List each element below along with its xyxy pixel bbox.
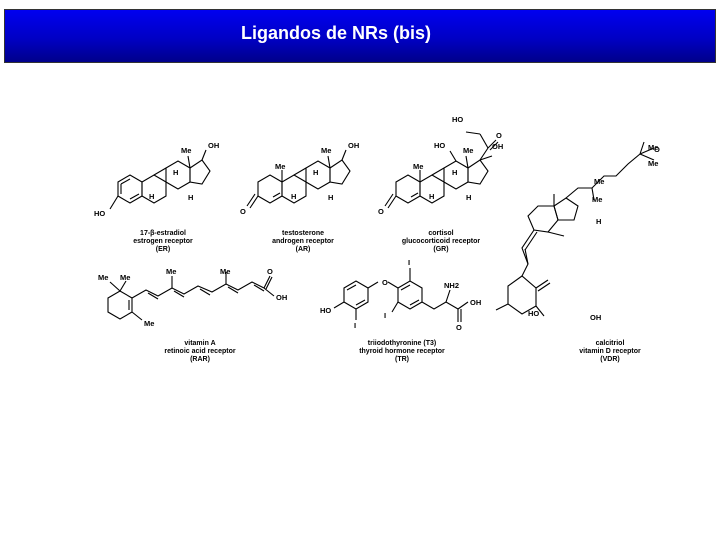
testosterone-name: testosterone <box>282 230 324 237</box>
ligand-structures-figure: OH Me H H H HO 17-β-estradiol estrogen r… <box>88 108 660 376</box>
cortisol-ho-label-1: HO <box>452 115 463 124</box>
estradiol-me-label: Me <box>181 146 191 155</box>
testosterone-h-label-1: H <box>313 168 318 177</box>
calcitriol-structure <box>495 141 655 317</box>
cortisol-me-label-2: Me <box>413 162 423 171</box>
triiodothyronine-i-label-1: I <box>408 258 410 267</box>
vitamin-a-receptor-abbr: (RAR) <box>190 356 210 363</box>
calcitriol-name: calcitriol <box>596 340 625 347</box>
vitamin-a-oh-label: OH <box>276 293 287 302</box>
cortisol-receptor: glucocorticoid receptor <box>402 238 480 245</box>
triiodothyronine-oh-label: OH <box>470 298 481 307</box>
estradiol-ho-label: HO <box>94 209 105 218</box>
cortisol-h-label-3: H <box>466 193 471 202</box>
title-banner: Ligandos de NRs (bis) <box>4 9 716 63</box>
vitamin-a-me-label-5: Me <box>144 319 154 328</box>
cortisol-name: cortisol <box>428 230 453 237</box>
vitamin-a-structure <box>107 272 275 321</box>
cortisol-oh-label: OH <box>492 142 503 151</box>
triiodothyronine-o-label-2: O <box>456 323 462 332</box>
testosterone-h-label-3: H <box>328 193 333 202</box>
estradiol-oh-label: OH <box>208 141 219 150</box>
vitamin-a-me-label-1: Me <box>98 273 108 282</box>
calcitriol-h-label: H <box>596 217 601 226</box>
testosterone-me-label-1: Me <box>321 146 331 155</box>
vitamin-a-me-label-4: Me <box>220 267 230 276</box>
calcitriol-oh-label-1: OH <box>654 145 660 154</box>
triiodothyronine-ho-label: HO <box>320 306 331 315</box>
cortisol-h-label-1: H <box>452 168 457 177</box>
calcitriol-receptor: vitamin D receptor <box>579 348 641 355</box>
cortisol-o-label-1: O <box>496 131 502 140</box>
vitamin-a-me-label-3: Me <box>166 267 176 276</box>
calcitriol-ho-label: HO <box>528 309 539 318</box>
vitamin-a-me-label-2: Me <box>120 273 130 282</box>
estradiol-name: 17-β-estradiol <box>140 230 186 237</box>
calcitriol-receptor-abbr: (VDR) <box>600 356 619 363</box>
testosterone-me-label-2: Me <box>275 162 285 171</box>
triiodothyronine-receptor-abbr: (TR) <box>395 356 409 363</box>
triiodothyronine-structure <box>333 268 469 322</box>
calcitriol-oh-label-2: OH <box>590 313 601 322</box>
triiodothyronine-name: triiodothyronine (T3) <box>368 340 436 347</box>
triiodothyronine-nh2-label: NH2 <box>444 281 459 290</box>
triiodothyronine-i-label-2: I <box>384 311 386 320</box>
triiodothyronine-i-label-3: I <box>354 321 356 330</box>
estradiol-h-label-2: H <box>149 192 154 201</box>
estradiol-h-label-3: H <box>188 193 193 202</box>
estradiol-structure <box>109 149 211 210</box>
triiodothyronine-receptor: thyroid hormone receptor <box>359 348 445 355</box>
calcitriol-me-label-2: Me <box>648 159 658 168</box>
testosterone-receptor: androgen receptor <box>272 238 334 245</box>
vitamin-a-receptor: retinoic acid receptor <box>164 348 235 355</box>
cortisol-structure <box>384 131 499 209</box>
cortisol-o-label-2: O <box>378 207 384 216</box>
calcitriol-me-label-4: Me <box>592 195 602 204</box>
vitamin-a-o-label: O <box>267 267 273 276</box>
chemical-structures-svg: OH Me H H H HO 17-β-estradiol estrogen r… <box>94 115 660 363</box>
cortisol-h-label-2: H <box>429 192 434 201</box>
cortisol-me-label-1: Me <box>463 146 473 155</box>
testosterone-o-label: O <box>240 207 246 216</box>
triiodothyronine-o-label-1: O <box>382 278 388 287</box>
cortisol-ho-label-2: HO <box>434 141 445 150</box>
testosterone-structure <box>246 149 351 209</box>
estradiol-receptor-abbr: (ER) <box>156 246 170 253</box>
calcitriol-me-label-3: Me <box>594 177 604 186</box>
slide-title: Ligandos de NRs (bis) <box>241 23 432 43</box>
calcitriol-me-label-1: Me <box>648 143 658 152</box>
estradiol-receptor: estrogen receptor <box>133 238 193 245</box>
testosterone-h-label-2: H <box>291 192 296 201</box>
testosterone-receptor-abbr: (AR) <box>296 246 311 253</box>
estradiol-h-label-1: H <box>173 168 178 177</box>
testosterone-oh-label: OH <box>348 141 359 150</box>
vitamin-a-name: vitamin A <box>184 340 215 347</box>
cortisol-receptor-abbr: (GR) <box>433 246 448 253</box>
